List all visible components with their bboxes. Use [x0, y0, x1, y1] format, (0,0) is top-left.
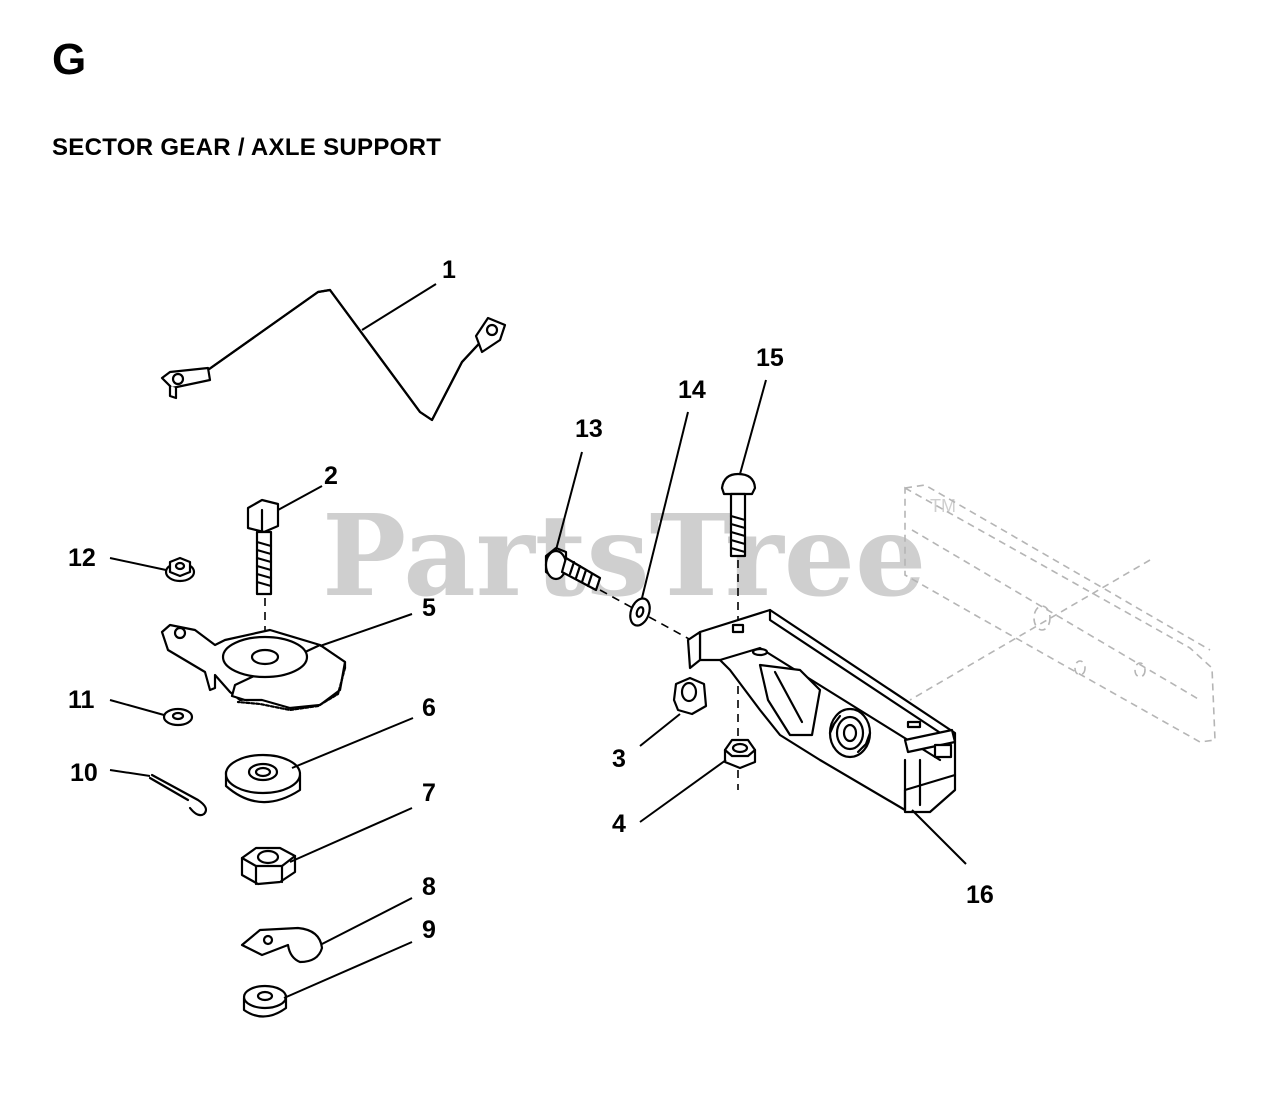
part-9-lock-nut[interactable] [242, 984, 288, 1018]
part-8-bracket[interactable] [240, 926, 324, 964]
callout-13: 13 [575, 415, 603, 443]
callout-6: 6 [422, 694, 436, 722]
callout-9: 9 [422, 916, 436, 944]
watermark-tm: TM [930, 496, 956, 516]
callout-4: 4 [612, 810, 626, 838]
section-letter: G [52, 35, 87, 84]
part-12-flange-nut[interactable] [164, 556, 196, 583]
part-1-drag-link[interactable] [160, 288, 507, 422]
axle-frame-ghost [904, 484, 1216, 743]
callout-5: 5 [422, 594, 436, 622]
callout-8: 8 [422, 873, 436, 901]
callout-7: 7 [422, 779, 436, 807]
callout-15: 15 [756, 344, 784, 372]
callout-14: 14 [678, 376, 706, 404]
callout-10: 10 [70, 759, 98, 787]
part-6-spacer[interactable] [224, 753, 302, 804]
callout-1: 1 [442, 256, 456, 284]
part-14-washer[interactable] [627, 596, 653, 628]
part-16-axle-support[interactable] [686, 608, 957, 814]
part-10-cotter-pin[interactable] [148, 773, 208, 817]
part-4-nut[interactable] [723, 738, 757, 770]
callout-3: 3 [612, 745, 626, 773]
callout-12: 12 [68, 544, 96, 572]
part-13-flange-bolt[interactable] [544, 546, 602, 592]
watermark: PartsTree [322, 491, 926, 622]
part-15-carriage-bolt[interactable] [720, 472, 757, 558]
diagram-title: SECTOR GEAR / AXLE SUPPORT [52, 134, 442, 161]
part-11-washer[interactable] [162, 707, 194, 727]
callout-11: 11 [68, 686, 95, 714]
part-7-hex-nut[interactable] [240, 846, 297, 886]
part-3-nut[interactable] [672, 676, 708, 716]
part-5-sector-gear[interactable] [160, 623, 347, 712]
leader-lines [109, 283, 967, 999]
part-2-bolt[interactable] [246, 498, 280, 596]
callout-16: 16 [966, 881, 994, 909]
callout-2: 2 [324, 462, 338, 490]
